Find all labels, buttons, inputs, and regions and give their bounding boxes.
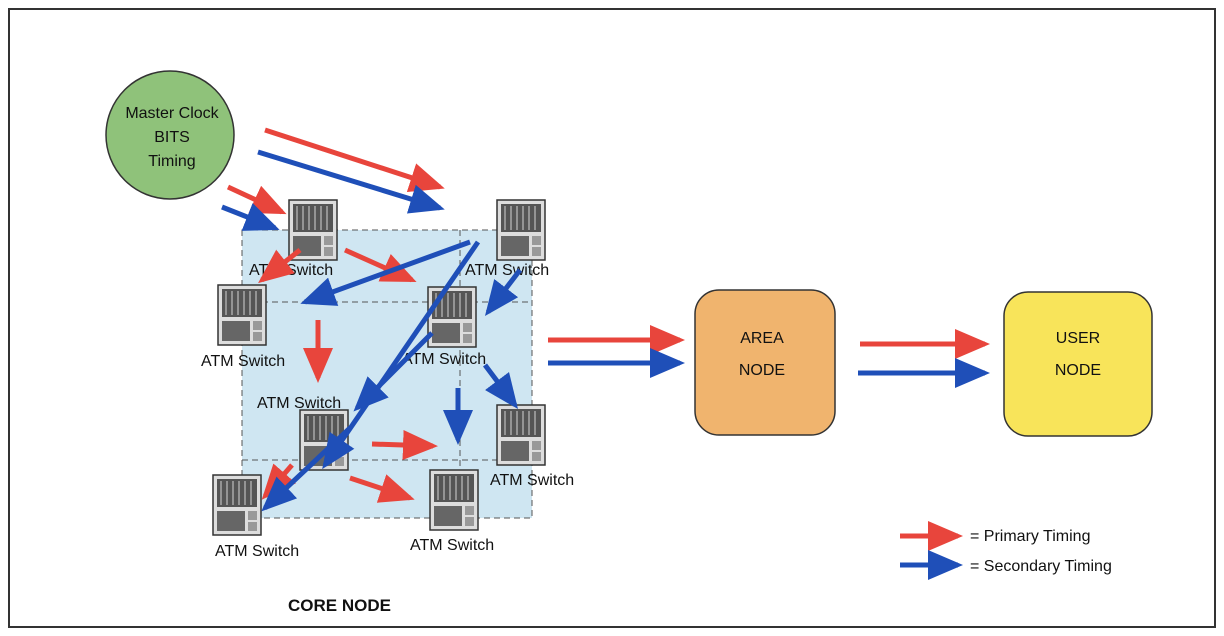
atm-switch-icon (496, 404, 546, 466)
user-node-line-1: USER (1056, 330, 1100, 347)
core-node-label: CORE NODE (288, 596, 391, 615)
atm-switch-icon (217, 284, 267, 346)
switch-label-mid-left: ATM Switch (201, 353, 285, 370)
switch-label-lower-right: ATM Switch (490, 472, 574, 489)
legend-primary-label: = Primary Timing (970, 528, 1090, 545)
switch-label-lower-mid: ATM Switch (257, 395, 341, 412)
atm-switch-icon (427, 286, 477, 348)
switch-label-top-left: ATM Switch (249, 262, 333, 279)
area-node: AREA NODE (694, 289, 836, 436)
area-node-line-2: NODE (739, 362, 785, 379)
master-clock-line-2: BITS (154, 129, 190, 146)
secondary-timing-arrows (221, 149, 990, 580)
master-clock-node: Master Clock BITS Timing (105, 70, 235, 200)
user-node: USER NODE (1003, 291, 1153, 437)
atm-switch-icon (212, 474, 262, 536)
atm-switch-icon (496, 199, 546, 261)
atm-switch-icon (429, 469, 479, 531)
switch-label-bottom-center: ATM Switch (410, 537, 494, 554)
area-node-line-1: AREA (740, 330, 784, 347)
switch-label-top-right: ATM Switch (465, 262, 549, 279)
master-clock-line-3: Timing (148, 153, 195, 170)
switch-label-bottom-left: ATM Switch (215, 543, 299, 560)
master-clock-line-1: Master Clock (125, 105, 219, 122)
switch-label-center: ATM Switch (402, 351, 486, 368)
legend-secondary-label: = Secondary Timing (970, 558, 1112, 575)
user-node-line-2: NODE (1055, 362, 1101, 379)
